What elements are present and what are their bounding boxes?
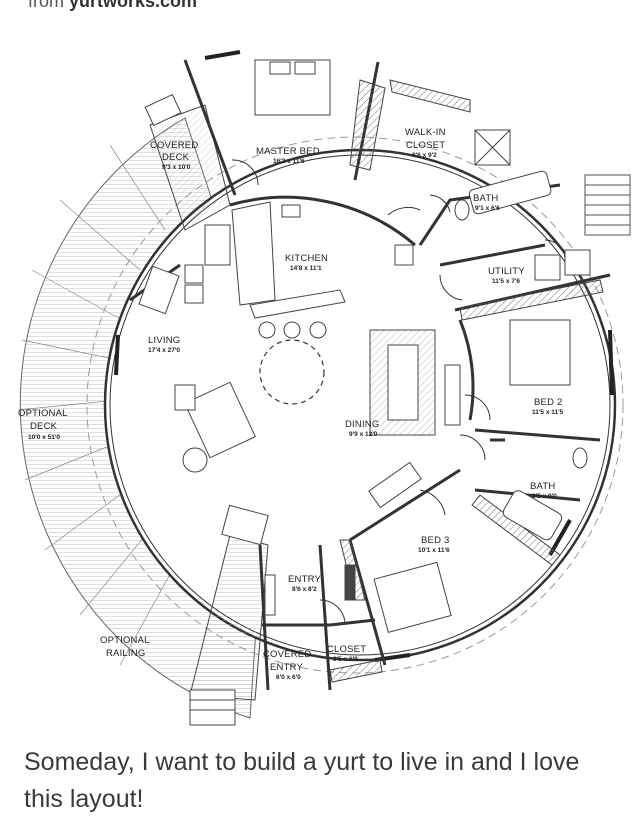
source-credit: from yurtworks.com bbox=[28, 0, 197, 12]
entry-bench bbox=[264, 574, 276, 616]
utility-shelving bbox=[459, 279, 604, 321]
closet-shelving-bottom bbox=[329, 659, 383, 683]
covered-deck-label: COVERED bbox=[150, 140, 198, 151]
covered-deck-label-2: DECK bbox=[162, 152, 190, 163]
entry-dim: 8'6 x 8'2 bbox=[292, 586, 317, 593]
covered-entry-label-2: ENTRY bbox=[270, 662, 303, 673]
ottoman bbox=[182, 447, 208, 473]
covered-entry-label: COVERED bbox=[263, 649, 311, 660]
bath-1-dim: 9'1 x 6'6 bbox=[475, 205, 500, 212]
washer bbox=[564, 249, 591, 276]
master-bed-label: MASTER BED bbox=[256, 146, 320, 157]
desk bbox=[221, 504, 269, 546]
bed-3-dim: 10'1 x 11'6 bbox=[418, 547, 450, 554]
tub-2 bbox=[468, 170, 552, 215]
bath-1-label: BATH bbox=[473, 193, 498, 204]
closet-shelving-2 bbox=[389, 79, 471, 113]
optional-railing-label: OPTIONAL bbox=[100, 635, 150, 646]
bed-3 bbox=[373, 561, 452, 633]
utility-label: UTILITY bbox=[488, 266, 525, 277]
closet-label: CLOSET bbox=[327, 644, 366, 655]
armchair bbox=[174, 384, 196, 411]
center-skylight bbox=[259, 339, 325, 405]
post-caption: Someday, I want to build a yurt to live … bbox=[24, 748, 580, 813]
kitchen-label: KITCHEN bbox=[285, 253, 328, 264]
door-swings bbox=[231, 159, 566, 623]
source-site: yurtworks.com bbox=[69, 0, 198, 11]
walk-in-closet-dim: 8'6 x 9'2 bbox=[412, 152, 437, 159]
bath-2-label: BATH bbox=[530, 481, 555, 492]
deck-step-top bbox=[144, 93, 182, 127]
walk-in-closet-label-2: CLOSET bbox=[406, 140, 445, 151]
dining-table bbox=[387, 344, 419, 421]
steps-right bbox=[584, 174, 631, 236]
sofa bbox=[183, 381, 257, 459]
optional-deck-label-2: DECK bbox=[30, 421, 58, 432]
yurt-floor-plan: COVERED DECK 9'3 x 10'0 MASTER BED 16'2 … bbox=[17, 50, 631, 726]
walk-in-closet-shelving bbox=[349, 79, 386, 171]
bath-2-dim: 8'5 x 9'0 bbox=[532, 493, 557, 500]
furniture bbox=[138, 59, 591, 633]
dining-label: DINING bbox=[345, 419, 379, 430]
toilet bbox=[572, 447, 588, 469]
bath-closet-shelving bbox=[471, 494, 561, 566]
covered-deck-dim: 9'3 x 10'0 bbox=[162, 164, 191, 171]
kitchen-counters bbox=[184, 201, 414, 339]
bed-2-dim: 11'5 x 11'5 bbox=[532, 409, 564, 416]
master-bed bbox=[254, 59, 331, 116]
bed-2-label: BED 2 bbox=[534, 397, 562, 408]
windows bbox=[114, 50, 614, 662]
entry-label: ENTRY bbox=[288, 574, 321, 585]
buffet bbox=[444, 364, 461, 426]
living-dim: 17'4 x 27'0 bbox=[148, 347, 180, 354]
walk-in-closet-label: WALK-IN bbox=[405, 127, 446, 138]
bed-2 bbox=[509, 319, 571, 386]
covered-entry-dim: 6'0 x 6'0 bbox=[276, 674, 301, 681]
optional-deck-label: OPTIONAL bbox=[18, 408, 68, 419]
bed-3-label: BED 3 bbox=[421, 535, 449, 546]
bottom-steps bbox=[189, 689, 236, 726]
kitchen-dim: 14'8 x 11'1 bbox=[290, 265, 322, 272]
dryer bbox=[534, 254, 561, 281]
optional-deck-dim: 10'0 x 51'0 bbox=[28, 434, 60, 441]
optional-railing-label-2: RAILING bbox=[106, 648, 145, 659]
closet-dim: 3'5 x 6'0 bbox=[333, 656, 358, 663]
living-label: LIVING bbox=[148, 335, 180, 346]
tv-stand bbox=[138, 265, 180, 315]
bathtub bbox=[502, 490, 563, 541]
dining-dim: 9'9 x 12'0 bbox=[349, 431, 378, 438]
source-prefix: from bbox=[28, 0, 64, 11]
utility-dim: 11'5 x 7'6 bbox=[492, 278, 520, 285]
master-bed-dim: 16'2 x 11'6 bbox=[273, 158, 305, 165]
